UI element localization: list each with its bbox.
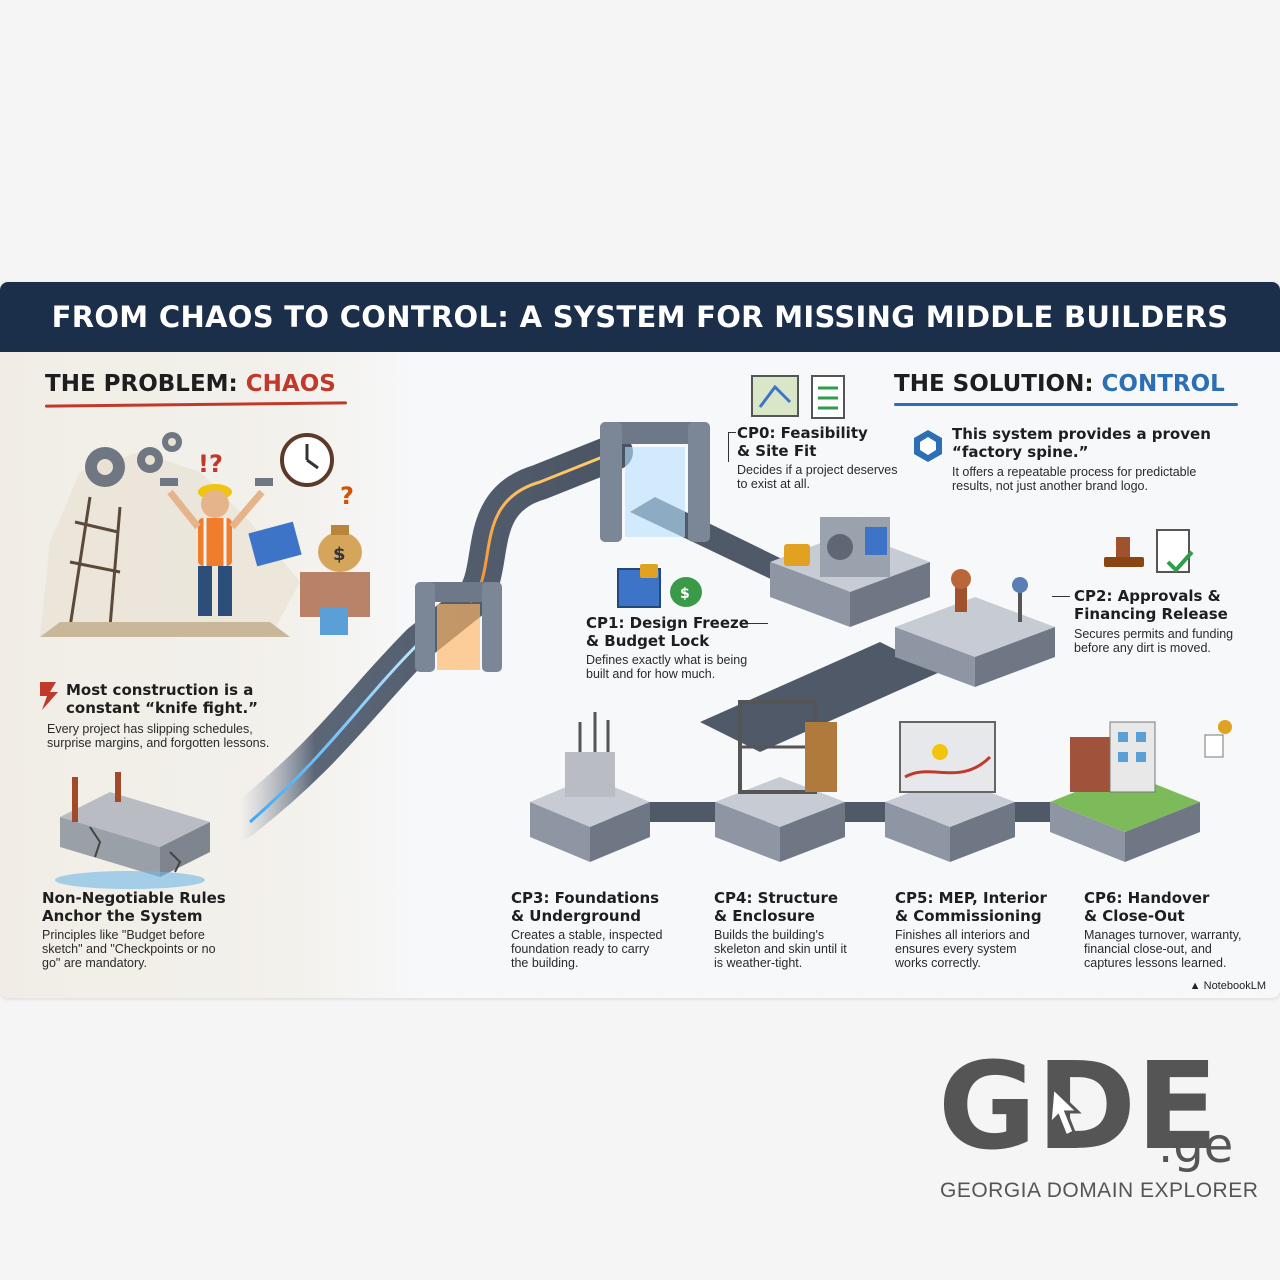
cp1-gate	[415, 582, 502, 672]
gde-logo-subtitle: GEORGIA DOMAIN EXPLORER	[940, 1179, 1259, 1202]
cp1-title: CP1: Design Freeze& Budget Lock	[586, 614, 749, 650]
solution-point-desc: It offers a repeatable process for predi…	[952, 465, 1197, 493]
worker-icon	[167, 484, 265, 616]
blueprint-icon	[865, 527, 887, 555]
chaos-scene: !? ? $	[40, 432, 370, 637]
stamp-icon	[955, 582, 967, 612]
blueprint-lock-icon	[617, 564, 661, 608]
problem-point1-desc: Every project has slipping schedules,sur…	[47, 722, 270, 750]
cp3-title: CP3: Foundations& Underground	[511, 889, 660, 925]
cp4-title: CP4: Structure& Enclosure	[714, 889, 839, 925]
solution-point-title: This system provides a proven“factory sp…	[952, 425, 1211, 461]
gde-logo-suffix: .ge	[1158, 1118, 1233, 1174]
cp6-handover-station	[1050, 720, 1232, 862]
svg-text:$: $	[333, 544, 346, 565]
cracked-foundation-icon	[55, 772, 210, 889]
cp6-title: CP6: Handover& Close-Out	[1084, 889, 1210, 925]
map-icon	[751, 375, 799, 417]
money-bag-small-icon: $	[670, 577, 702, 607]
infographic-panel: FROM CHAOS TO CONTROL: A SYSTEM FOR MISS…	[0, 282, 1280, 998]
scaffolding-icon	[68, 496, 122, 628]
clock-icon	[280, 433, 334, 487]
solution-heading: THE SOLUTION: CONTROL	[894, 371, 1225, 397]
cp0-gate	[600, 422, 710, 542]
cp3-foundation-station	[530, 712, 650, 862]
cp1-vault-station	[770, 517, 930, 627]
keys-icon	[1204, 720, 1232, 758]
gear-icon	[85, 432, 182, 487]
bucket-icon	[320, 607, 348, 635]
cp5-mep-station	[885, 721, 1015, 862]
gde-logo-word: GDE	[938, 1038, 1218, 1177]
problem-heading: THE PROBLEM: CHAOS	[45, 371, 336, 397]
question-mark-icon: ?	[340, 482, 354, 510]
cp2-stamp-station	[895, 569, 1055, 687]
checklist-icon	[811, 375, 845, 419]
gde-logo: GDE .ge	[938, 1038, 1233, 1177]
hexagon-icon	[914, 430, 942, 462]
notebooklm-icon: ▲	[1189, 980, 1204, 992]
title-bar: FROM CHAOS TO CONTROL: A SYSTEM FOR MISS…	[0, 282, 1280, 352]
infographic-title: FROM CHAOS TO CONTROL: A SYSTEM FOR MISS…	[51, 300, 1229, 334]
cursor-arrow-icon	[1048, 1084, 1082, 1139]
cp4-structure-station	[715, 700, 845, 862]
svg-text:$: $	[680, 586, 690, 602]
cp2-title: CP2: Approvals &Financing Release	[1074, 587, 1228, 623]
blueprint-sheet-icon	[248, 521, 302, 567]
stamp-small-icon	[1104, 537, 1144, 567]
solution-underline	[894, 403, 1238, 406]
problem-background	[0, 352, 420, 998]
money-bag-icon: $	[318, 525, 362, 572]
notebooklm-badge: ▲ NotebookLM	[1189, 980, 1266, 992]
cp0-title: CP0: Feasibility& Site Fit	[737, 424, 868, 460]
hammer-icon	[160, 478, 273, 486]
padlock-icon	[784, 544, 810, 566]
process-illustration: !? ? $	[40, 375, 1232, 889]
exclamation-mark-icon: !?	[198, 450, 223, 478]
cp6-desc: Manages turnover, warranty,financial clo…	[1084, 928, 1242, 970]
document-check-icon	[1156, 529, 1194, 573]
cp5-title: CP5: MEP, Interior& Commissioning	[895, 889, 1047, 925]
lightbulb-icon	[932, 744, 948, 760]
lightning-warning-icon	[40, 682, 58, 710]
